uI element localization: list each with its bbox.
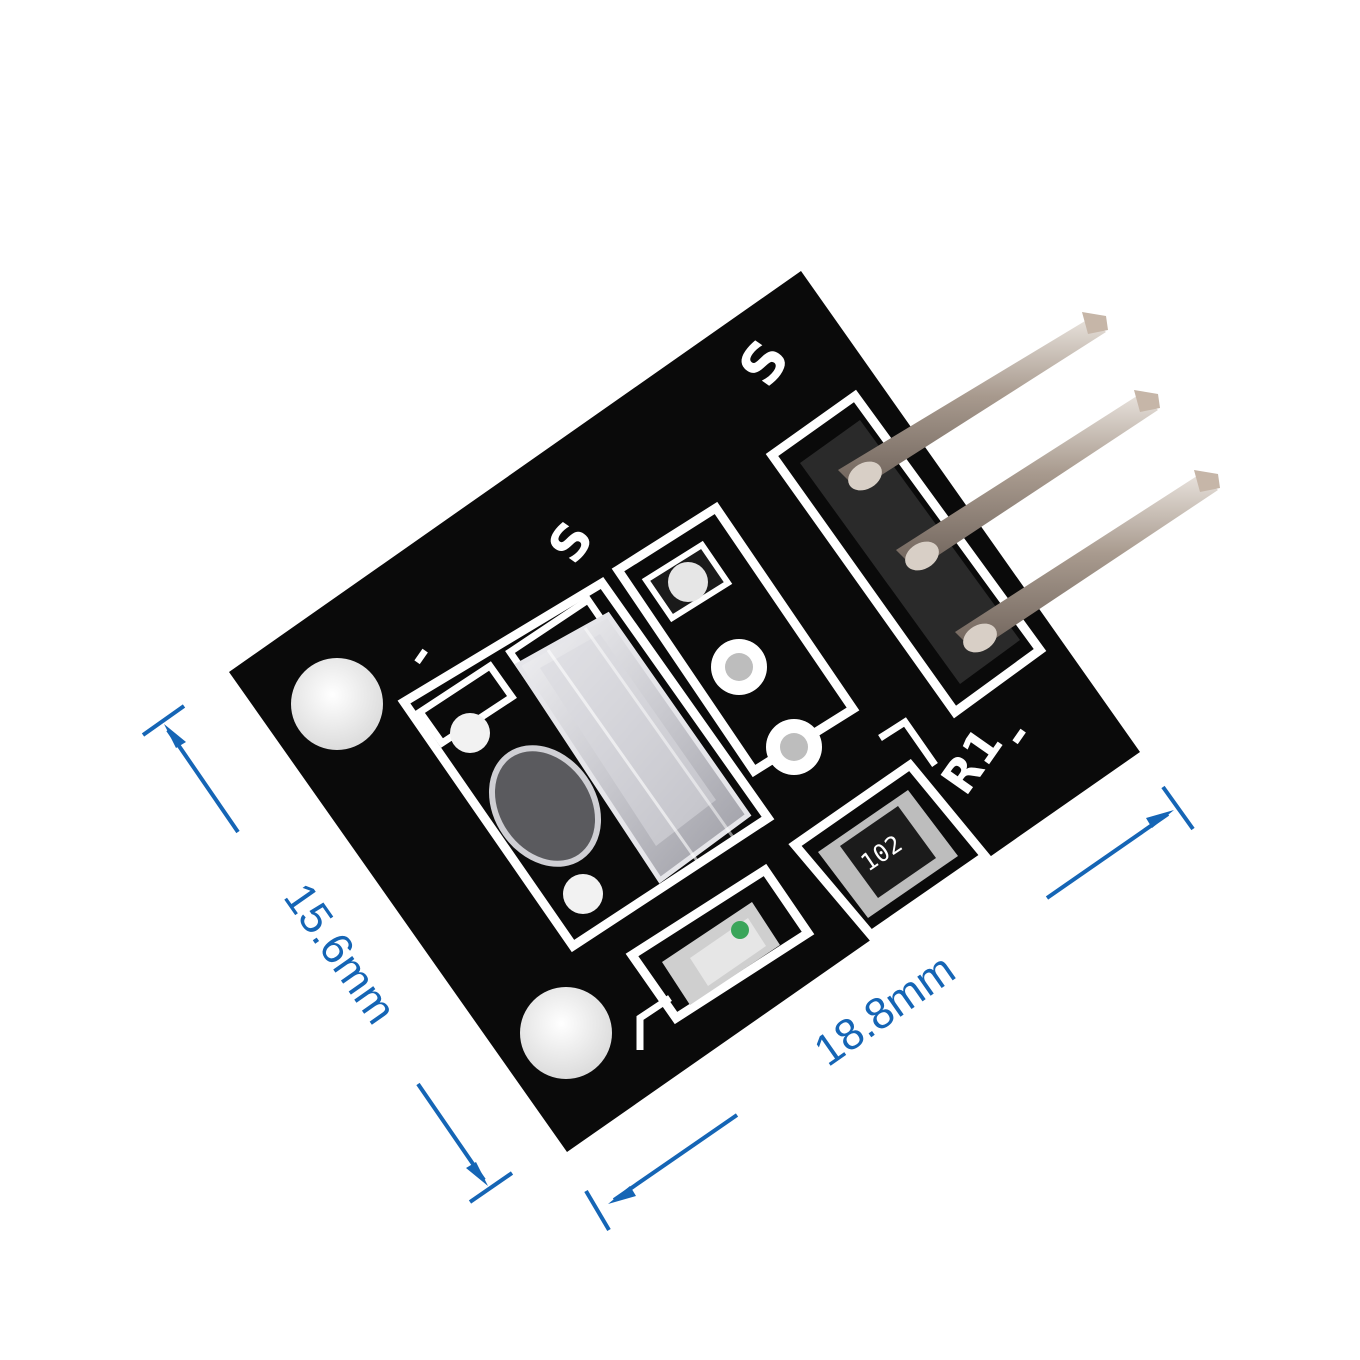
height-tick-top	[141, 704, 186, 737]
ir-receiver-component	[488, 611, 752, 884]
height-arrowhead-up	[164, 724, 186, 748]
receiver-pad-3	[563, 874, 603, 914]
width-arrow-right	[1045, 812, 1170, 900]
pad-hole-2-inner	[725, 653, 753, 681]
width-tick-right	[1161, 785, 1195, 831]
pin-joint-1	[848, 461, 882, 491]
silkscreen-led-outline	[625, 863, 815, 1025]
silkscreen-resistor-outline	[788, 758, 992, 942]
silkscreen-receiver-pads	[415, 661, 517, 748]
receiver-pad-1	[450, 713, 490, 753]
mounting-hole-top	[291, 658, 383, 750]
header-pin-vcc-tip	[1134, 390, 1160, 412]
height-label: 15.6mm	[274, 875, 405, 1033]
header-pins	[838, 312, 1220, 653]
width-dimension	[584, 785, 1195, 1232]
pad-hole-1	[668, 562, 708, 602]
silkscreen-receiver-outline	[397, 576, 775, 953]
header-pin-gnd	[955, 474, 1218, 652]
silkscreen-header-outline	[765, 389, 1047, 719]
header-pin-vcc	[896, 394, 1158, 570]
width-arrowhead-right	[1146, 810, 1174, 828]
mounting-hole-bottom	[520, 987, 612, 1079]
header-pin-signal-tip	[1082, 312, 1108, 334]
led-indicator-dot	[731, 921, 749, 939]
pcb-board	[229, 271, 1140, 1152]
silkscreen-led-bracket	[636, 995, 672, 1050]
width-arrow-left	[612, 1113, 739, 1202]
height-dimension	[141, 704, 514, 1204]
silkscreen-pad-column	[611, 501, 860, 778]
width-tick-left	[584, 1189, 611, 1232]
smd-led	[662, 902, 780, 1005]
pcb-module: 102 S S - - R1	[229, 271, 1220, 1152]
header-pin-gnd-tip	[1194, 470, 1220, 492]
header-pin-signal	[838, 318, 1106, 490]
silkscreen-r1-bracket	[878, 717, 938, 768]
pin-joint-2	[905, 541, 939, 571]
height-tick-bottom	[468, 1171, 514, 1204]
height-arrow-upper	[166, 728, 240, 834]
pad-hole-3-inner	[780, 733, 808, 761]
smd-resistor: 102	[818, 790, 958, 918]
width-arrowhead-left	[608, 1186, 636, 1204]
pin-joint-3	[963, 623, 997, 653]
height-arrowhead-down	[466, 1162, 488, 1186]
